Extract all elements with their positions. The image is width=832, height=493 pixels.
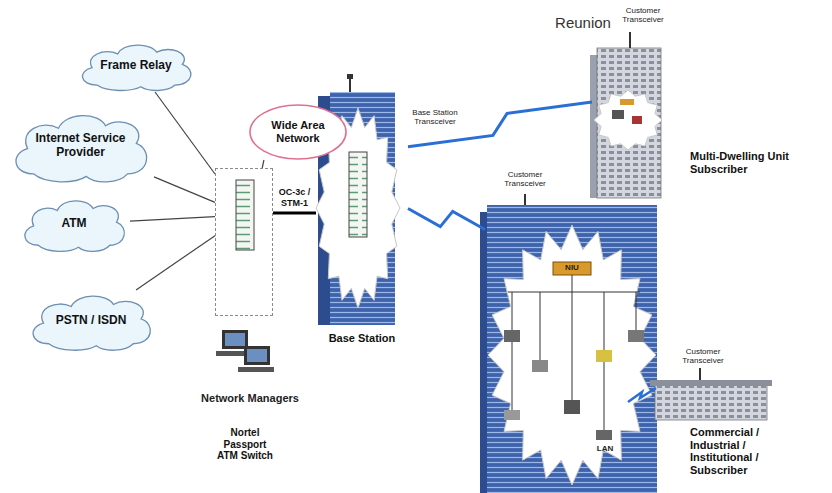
cloud-network: Frame Relay	[75, 40, 197, 92]
small-building	[650, 368, 772, 420]
wireless-link	[408, 209, 485, 230]
node-label: PSTN / ISDN	[56, 314, 127, 328]
cloud-network: ATM	[18, 195, 130, 253]
starbursts	[316, 90, 662, 485]
text-wrap: Wide Area Network	[249, 104, 347, 160]
equipment	[236, 99, 656, 440]
text-wrap: Internet Service Provider	[7, 108, 154, 184]
wireless-link	[408, 102, 592, 147]
switch-box: Nortel Passport ATM Switch	[215, 168, 273, 316]
region-outline	[378, 0, 832, 432]
subscriber-building: Multi-Dwelling Unit Subscriber	[592, 22, 830, 202]
cloud-network: Internet Service Provider	[7, 108, 154, 184]
transceiver-label: Base Station Transceiver	[410, 108, 460, 126]
node-label: Commercial / Industrial / Institutional …	[690, 426, 790, 477]
starburst	[594, 90, 662, 150]
unit-tag: NIU	[553, 263, 591, 272]
node-label: Frame Relay	[100, 59, 171, 73]
node-label: Base Station	[316, 332, 408, 345]
network-link	[262, 160, 264, 168]
transceiver-label: Customer Transceiver	[618, 6, 668, 24]
base-station: Base Station	[316, 80, 408, 348]
transceiver-label: LAN	[590, 444, 620, 453]
cloud-shape	[25, 201, 125, 252]
commercial-building	[480, 194, 657, 493]
cloud-shape	[82, 45, 190, 90]
node-label: Reunion	[538, 14, 628, 31]
region-shape	[376, 0, 832, 437]
network-link	[273, 212, 316, 215]
network-link	[154, 177, 215, 203]
node-label: ATM	[61, 217, 86, 231]
node-label: Nortel Passport ATM Switch	[216, 427, 274, 462]
cloud-network: PSTN / ISDN	[25, 290, 157, 352]
node-label: Internet Service Provider	[20, 132, 141, 160]
transceiver-label: Customer Transceiver	[500, 170, 550, 188]
region-circle: ReunionMulti-Dwelling Unit SubscriberCom…	[378, 0, 832, 432]
text-wrap: Frame Relay	[75, 40, 197, 92]
link-label: OC-3c / STM-1	[274, 187, 316, 208]
network-manager-computers	[216, 330, 274, 372]
subscriber-building: Commercial / Industrial / Institutional …	[485, 172, 830, 493]
network-ellipse: Wide Area Network	[249, 104, 347, 160]
network-link	[130, 217, 215, 221]
transceiver-label: Customer Transceiver	[678, 347, 728, 365]
ellipse-shape	[250, 105, 346, 159]
node-label: Wide Area Network	[262, 119, 334, 144]
cloud-shape	[16, 116, 147, 182]
node-label: Multi-Dwelling Unit Subscriber	[690, 150, 790, 175]
mdu-building	[590, 32, 661, 198]
starburst	[488, 225, 656, 485]
caption-label: Network Managers	[200, 392, 300, 405]
cloud-shape	[33, 296, 150, 350]
text-wrap: ATM	[18, 195, 130, 253]
text-wrap: PSTN / ISDN	[25, 290, 157, 352]
network-link	[155, 92, 215, 174]
network-link	[136, 236, 215, 290]
